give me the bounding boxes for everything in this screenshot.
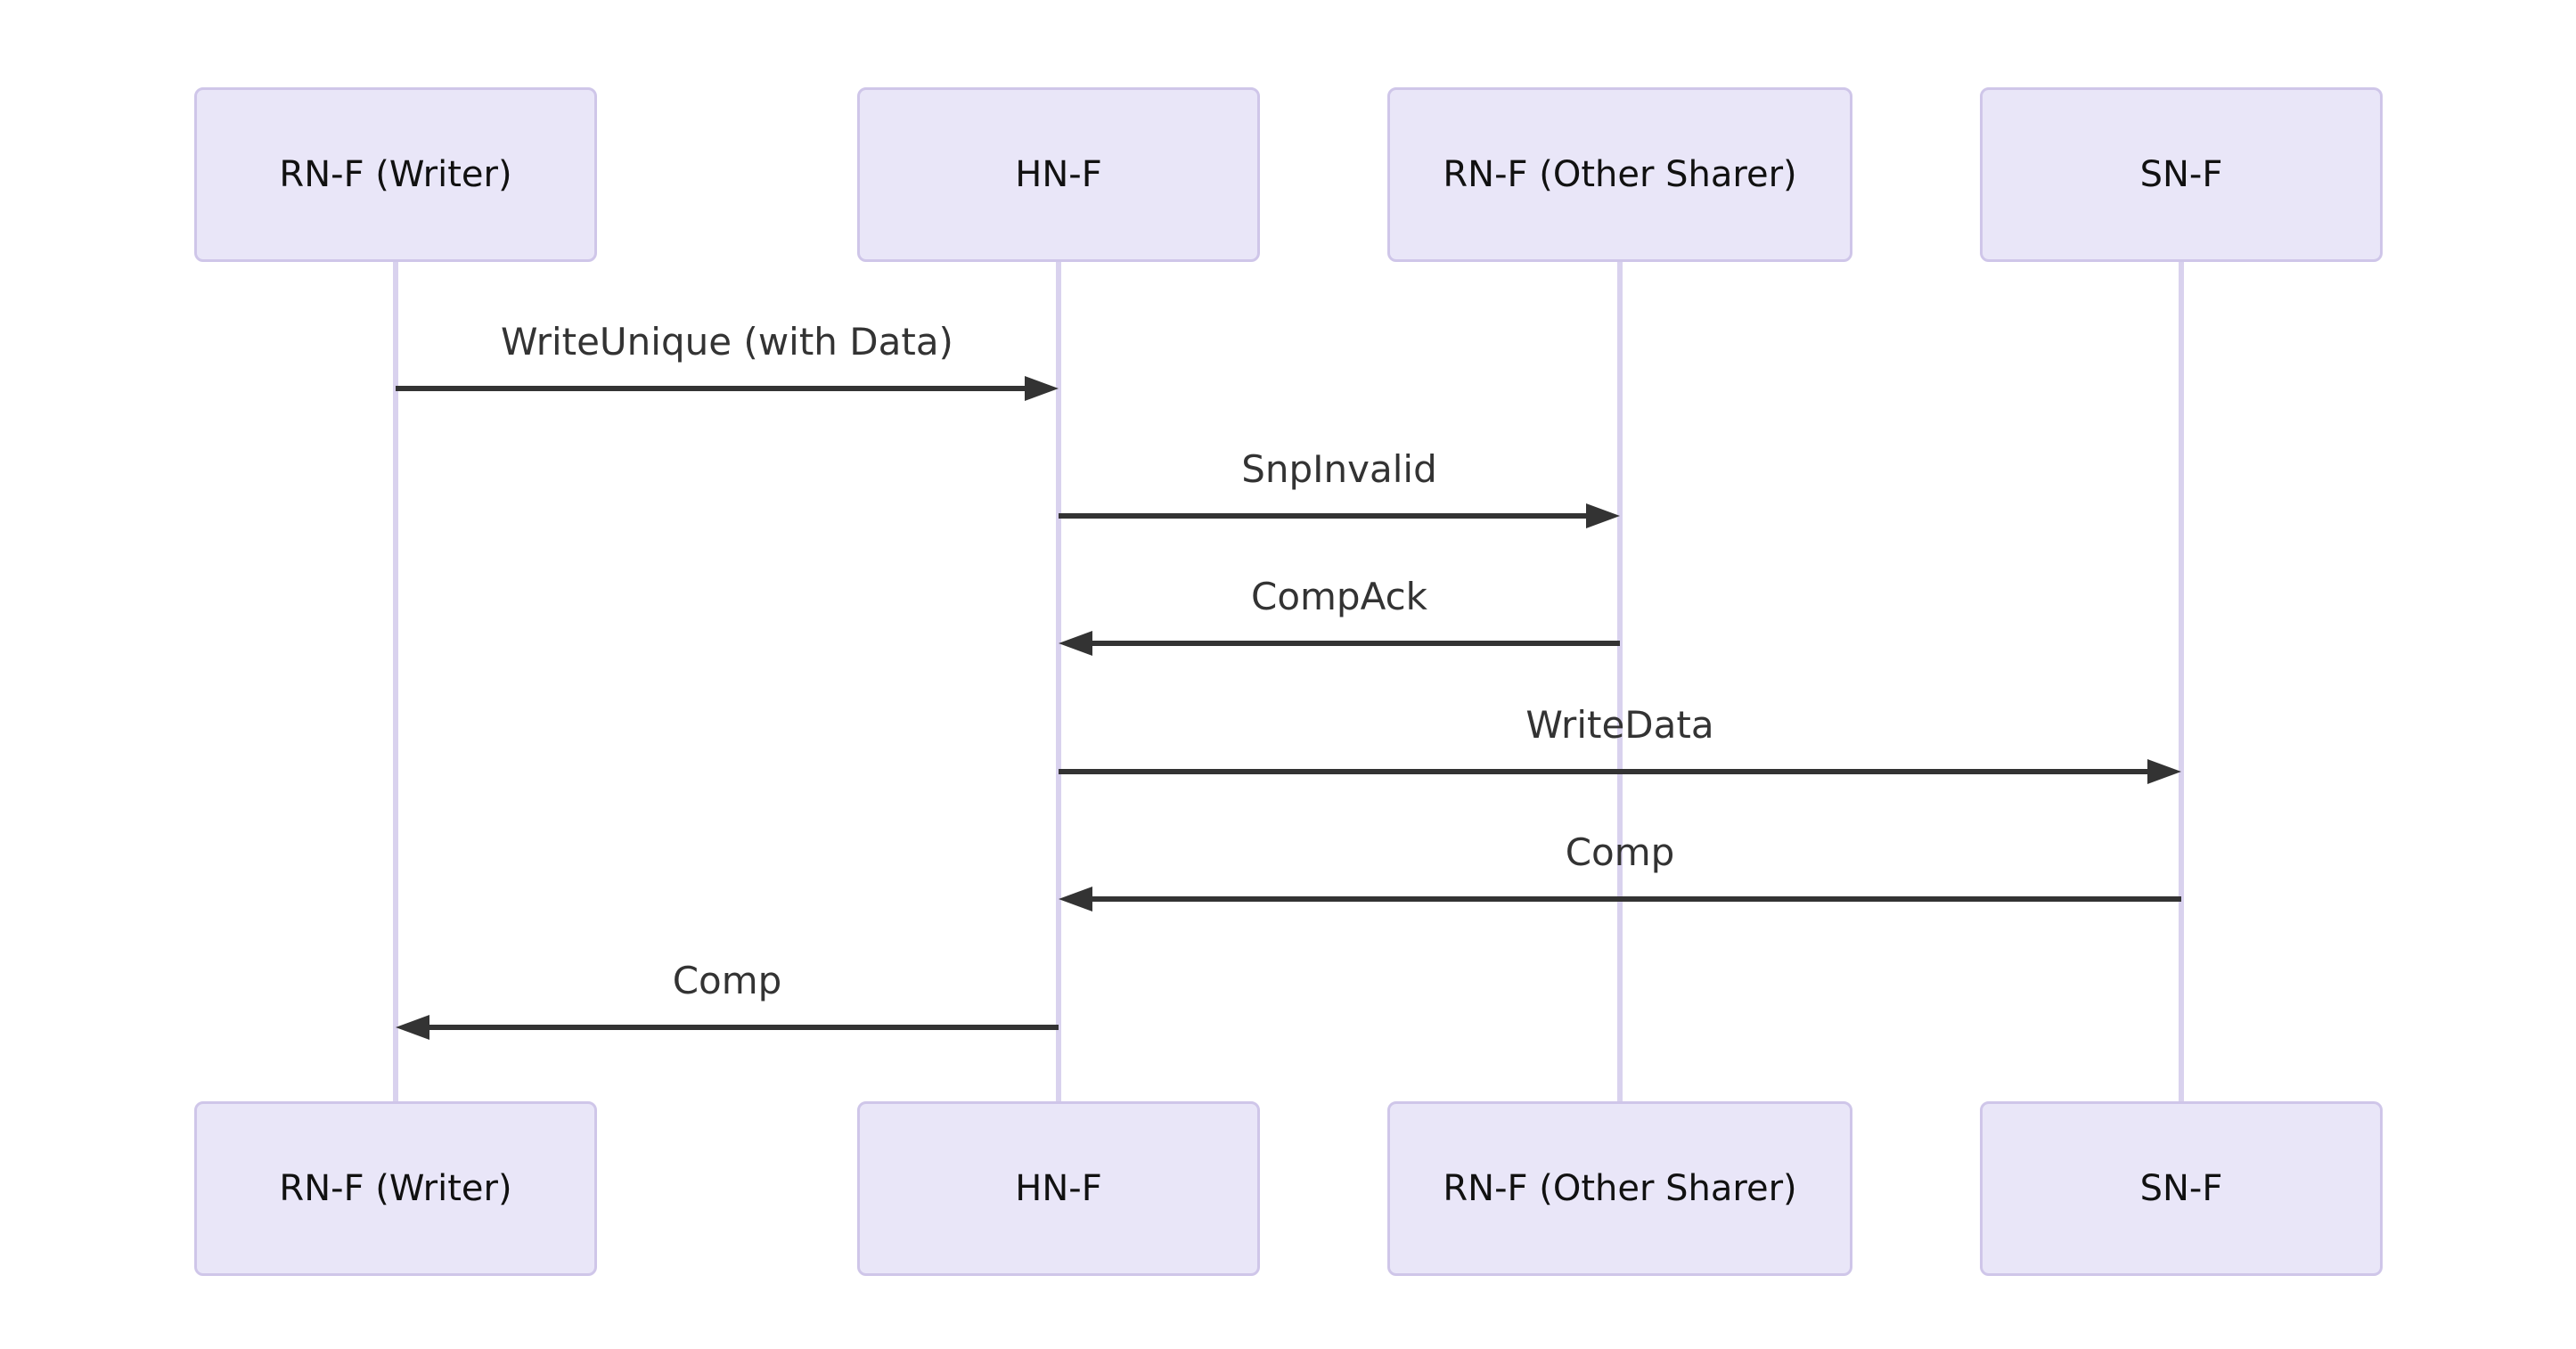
actor-label-rnf-writer: RN-F (Writer) — [279, 154, 512, 195]
message-line-2 — [1087, 641, 1620, 646]
message-arrowhead-5 — [396, 1015, 429, 1040]
message-label-4: Comp — [1565, 830, 1675, 874]
message-label-5: Comp — [672, 959, 782, 1002]
message-arrowhead-1 — [1586, 503, 1620, 528]
message-arrowhead-4 — [1059, 887, 1092, 912]
actor-box-bottom-rnf-writer: RN-F (Writer) — [194, 1101, 597, 1276]
message-label-2: CompAck — [1250, 575, 1428, 618]
message-line-1 — [1059, 513, 1591, 519]
actor-box-bottom-hnf: HN-F — [857, 1101, 1260, 1276]
actor-box-top-snf: SN-F — [1980, 87, 2383, 262]
message-label-1: SnpInvalid — [1241, 447, 1437, 491]
actor-box-top-hnf: HN-F — [857, 87, 1260, 262]
message-label-0: WriteUnique (with Data) — [501, 320, 953, 364]
actor-label-rnf-other: RN-F (Other Sharer) — [1443, 1168, 1797, 1209]
actor-label-rnf-writer: RN-F (Writer) — [279, 1168, 512, 1209]
actor-label-snf: SN-F — [2139, 154, 2223, 195]
lifeline-rnf-writer — [393, 260, 398, 1101]
actor-box-top-rnf-writer: RN-F (Writer) — [194, 87, 597, 262]
message-arrowhead-0 — [1025, 376, 1059, 401]
message-line-0 — [396, 386, 1030, 391]
actor-box-top-rnf-other: RN-F (Other Sharer) — [1387, 87, 1852, 262]
message-line-3 — [1059, 769, 2153, 774]
message-arrowhead-3 — [2147, 759, 2181, 784]
lifeline-rnf-other — [1617, 260, 1623, 1101]
message-label-3: WriteData — [1525, 703, 1714, 747]
actor-label-rnf-other: RN-F (Other Sharer) — [1443, 154, 1797, 195]
actor-box-bottom-snf: SN-F — [1980, 1101, 2383, 1276]
actor-label-hnf: HN-F — [1015, 154, 1102, 195]
message-line-4 — [1087, 896, 2181, 902]
lifeline-hnf — [1056, 260, 1061, 1101]
actor-label-snf: SN-F — [2139, 1168, 2223, 1209]
message-arrowhead-2 — [1059, 631, 1092, 656]
lifeline-snf — [2179, 260, 2184, 1101]
actor-box-bottom-rnf-other: RN-F (Other Sharer) — [1387, 1101, 1852, 1276]
actor-label-hnf: HN-F — [1015, 1168, 1102, 1209]
message-line-5 — [424, 1025, 1059, 1030]
